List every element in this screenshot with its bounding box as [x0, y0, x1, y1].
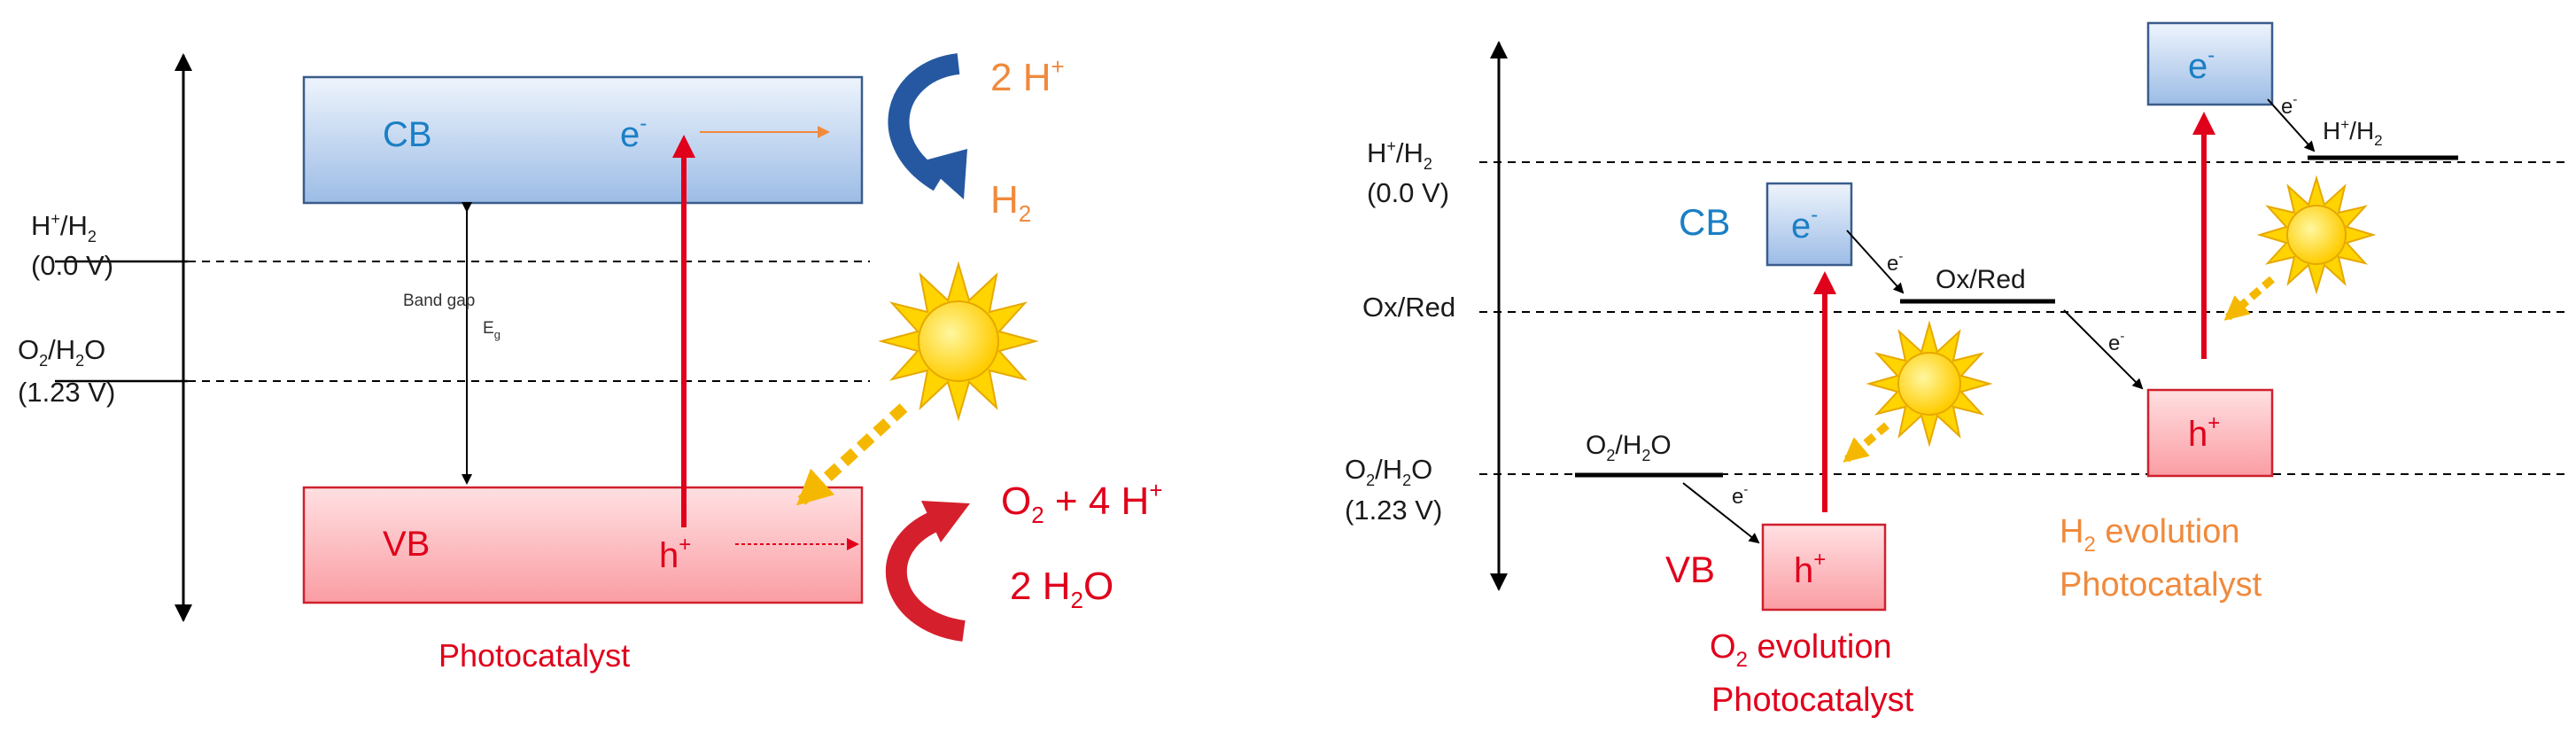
left-axis-arrow-bottom: [175, 604, 192, 622]
left-band-gap-label: Band gap: [403, 292, 475, 310]
left-vb-label: VB: [383, 525, 430, 564]
right-o2-level-label: O2/H2O: [1345, 454, 1432, 489]
left-axis-arrow-top: [175, 53, 192, 71]
left-o2-level-value: (1.23 V): [18, 377, 115, 408]
right-o2-cb-box: [1765, 182, 1853, 267]
right-oxred-level-label: Ox/Red: [1362, 292, 1455, 323]
right-h2-cb-electron: e-: [2188, 43, 2215, 86]
right-mediator-to-vb-arrow: [2063, 309, 2144, 390]
right-mediator-transfer-electron: e-: [2108, 329, 2124, 355]
right-o2-photocatalyst-caption: Photocatalyst: [1711, 682, 1914, 719]
right-o2-light-arrow: [1843, 422, 1889, 463]
left-o2-level-label: O2/H2O: [18, 334, 105, 370]
left-reduction-curved-arrow-icon: [888, 53, 967, 199]
right-o2-vb-hole: h+: [1794, 548, 1826, 590]
right-sun-icon-2: [2256, 175, 2377, 295]
right-cb-to-mediator-arrow: [1846, 230, 1905, 294]
right-o2-bar-label: O2/H2O: [1586, 431, 1672, 464]
right-h2-electron-transfer-arrow: [2267, 98, 2316, 152]
right-h2-bar-label: H+/H2: [2323, 116, 2383, 149]
left-h2-level-value: (0.0 V): [31, 250, 113, 281]
right-h2-transfer-electron: e-: [2281, 92, 2297, 119]
right-h2-vb-hole: h+: [2188, 411, 2220, 454]
left-electron-label: e-: [620, 112, 647, 154]
right-h2-light-arrow: [2223, 276, 2275, 321]
right-h2-level-value: (0.0 V): [1367, 177, 1449, 208]
left-cb-label: CB: [383, 115, 432, 154]
right-sun-icon-1: [1866, 320, 1993, 448]
right-panel: H+/H2 (0.0 V) Ox/Red O2/H2O (1.23 V) e- …: [1345, 21, 2569, 719]
right-h2-photocatalyst-caption: Photocatalyst: [2060, 566, 2262, 604]
right-axis-arrow-bottom: [1490, 573, 1508, 591]
right-axis-arrow-top: [1490, 41, 1508, 58]
right-o2-vb-box: [1761, 523, 1887, 612]
right-cb-transfer-electron: e-: [1887, 249, 1903, 276]
left-eg-label: Eg: [483, 319, 500, 341]
right-oxred-mediator-label: Ox/Red: [1936, 265, 2026, 294]
right-o2-level-value: (1.23 V): [1345, 495, 1442, 526]
right-cb-label: CB: [1679, 201, 1730, 243]
right-o2-transfer-electron: e-: [1732, 482, 1748, 509]
left-product-o2-4h: O2 + 4 H+: [1001, 477, 1163, 528]
left-light-arrow: [796, 403, 908, 506]
right-h2-level-label: H+/H2: [1367, 137, 1432, 173]
left-h2-level-label: H+/H2: [31, 210, 97, 246]
right-o2-evolution-caption: O2 evolution: [1710, 628, 1892, 672]
left-oxidation-curved-arrow-icon: [885, 501, 970, 642]
right-h2-cb-box: [2146, 21, 2274, 106]
left-hole-label: h+: [659, 533, 691, 575]
right-h2-vb-box: [2146, 388, 2274, 478]
right-h2-evolution-caption: H2 evolution: [2060, 513, 2239, 557]
left-reactant-2h2o: 2 H2O: [1010, 565, 1113, 613]
left-conduction-band: [302, 75, 864, 205]
left-photocatalyst-caption: Photocatalyst: [438, 637, 630, 674]
left-reactant-2h-plus: 2 H+: [990, 53, 1065, 99]
right-o2-electron-transfer-arrow: [1682, 482, 1760, 544]
left-sun-icon: [878, 261, 1039, 422]
left-product-h2: H2: [990, 178, 1031, 227]
right-o2-cb-electron: e-: [1791, 203, 1818, 246]
right-vb-label: VB: [1665, 549, 1715, 590]
left-panel: H+/H2 (0.0 V) O2/H2O (1.23 V) CB e- VB h…: [18, 53, 1163, 674]
